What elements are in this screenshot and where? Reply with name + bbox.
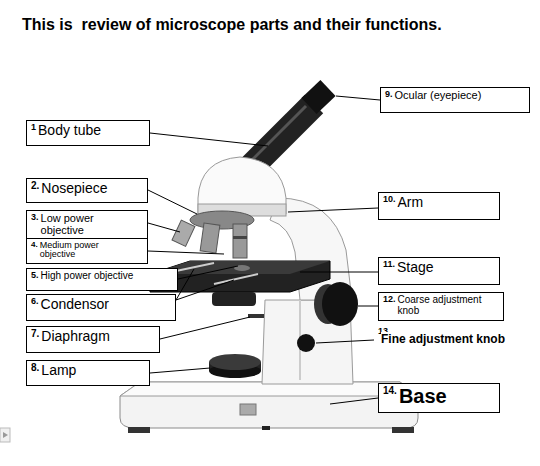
part-name: Lamp	[41, 363, 76, 378]
label-box: 5.High power objective	[26, 268, 178, 291]
callout-number: 1	[31, 123, 36, 132]
foot	[392, 427, 414, 433]
tube-highlight	[252, 106, 306, 160]
label-box: 3.Low power objective	[26, 210, 148, 240]
callout-number: 11.	[383, 260, 395, 269]
label-box: 10.Arm	[378, 192, 500, 220]
objective-high	[233, 224, 247, 258]
leader-line	[316, 340, 374, 343]
objective-low	[172, 220, 195, 246]
callout-number: 3.	[31, 213, 39, 222]
part-name: Condensor	[41, 297, 110, 312]
part-name: Ocular (eyepiece)	[395, 90, 482, 102]
part-name: Medium power objective	[40, 241, 132, 260]
callout-number: 5.	[31, 271, 39, 280]
condenser-shape	[212, 292, 256, 306]
leader-line	[148, 223, 180, 232]
callout-number: 2.	[31, 181, 39, 191]
callout-number: 7.	[31, 329, 39, 339]
leader-line	[176, 280, 234, 300]
fine-knob	[297, 334, 315, 352]
leader-line	[330, 398, 378, 404]
part-name: Low power objective	[41, 213, 133, 236]
callout-number: 6.	[31, 297, 39, 306]
label-box: 6.Condensor	[26, 294, 176, 321]
label-box: 11.Stage	[378, 257, 500, 285]
label-box: 9.Ocular (eyepiece)	[380, 87, 530, 113]
stage-clip	[214, 274, 258, 284]
leader-line	[176, 269, 194, 300]
part-name: Fine adjustment knob	[381, 332, 505, 346]
eyepiece-shape	[309, 88, 328, 106]
lamp-top	[209, 354, 261, 370]
callout-number: 12.	[383, 295, 396, 304]
part-name: Arm	[398, 195, 424, 210]
leader-line	[358, 306, 378, 307]
page-title: This is review of microscope parts and t…	[22, 16, 442, 34]
part-name: Coarse adjustment knob	[398, 295, 496, 316]
part-name: Stage	[397, 260, 434, 275]
leader-line	[288, 208, 378, 212]
label-box: 8.Lamp	[26, 360, 150, 386]
base-shape	[120, 382, 418, 428]
corner-icon-arrow	[3, 432, 8, 438]
callout-number: 14.	[383, 386, 397, 396]
part-name: Body tube	[38, 123, 101, 138]
label-box: 14.Base	[378, 383, 500, 413]
diaphragm-lever	[248, 314, 264, 318]
leader-line	[178, 266, 238, 279]
leader-line	[150, 368, 210, 373]
foot	[128, 427, 150, 433]
stage-clip	[176, 263, 214, 271]
leader-line	[300, 272, 378, 273]
leader-line	[148, 190, 197, 214]
label-box: 4.Medium power objective	[26, 238, 148, 264]
callout-number: 4.	[31, 241, 38, 249]
part-name: High power objective	[41, 271, 134, 282]
part-name: Nosepiece	[41, 181, 107, 196]
label-box: 2.Nosepiece	[26, 178, 148, 203]
callout-number: 10.	[383, 195, 396, 204]
objective-band	[233, 236, 247, 239]
brand-plate	[240, 404, 256, 415]
switch	[262, 426, 270, 430]
coarse-knob	[322, 282, 358, 326]
objective-medium	[200, 223, 220, 253]
part-name: Base	[399, 386, 447, 407]
callout-number: 8.	[31, 363, 39, 373]
label-box: 12.Coarse adjustment knob	[378, 292, 504, 321]
corner-icon	[0, 428, 10, 442]
leader-line	[150, 133, 268, 146]
label-box: 7.Diaphragm	[26, 326, 160, 353]
part-name: Diaphragm	[41, 329, 109, 344]
label-box: 1Body tube	[26, 120, 150, 146]
callout-number: 9.	[385, 90, 393, 99]
leader-line	[336, 96, 380, 100]
leader-line	[148, 251, 224, 254]
